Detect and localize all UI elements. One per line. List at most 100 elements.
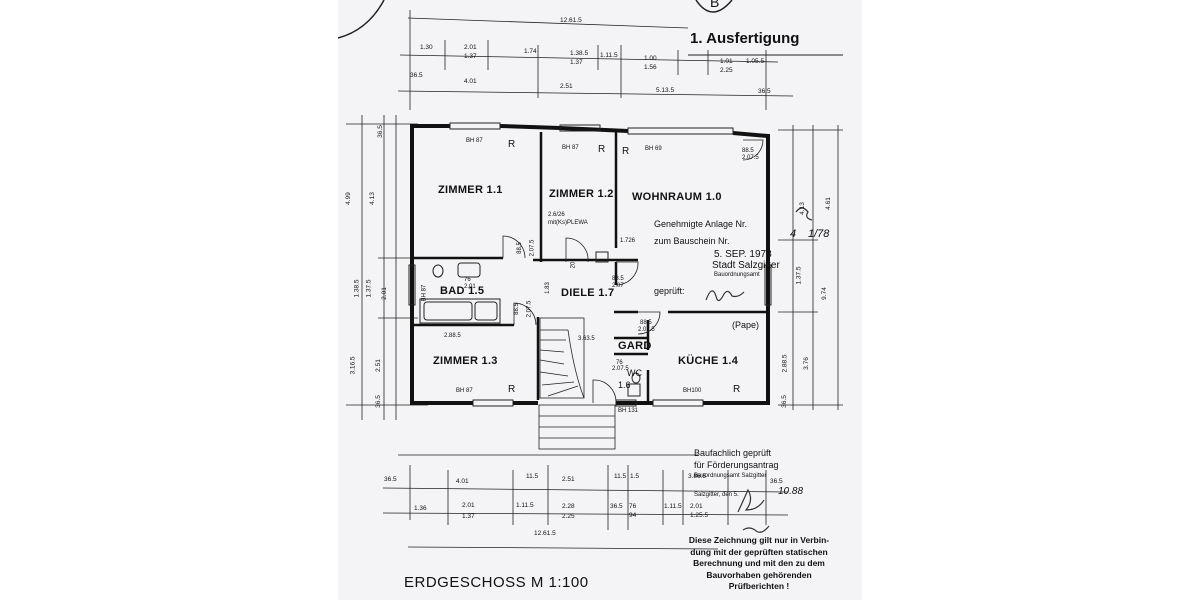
stamp-handwritten-year: 1/78 [808,228,830,240]
window-label: BH 87 [421,284,428,302]
room-garderobe: GARD [618,340,652,352]
left-dim: 4.13 [368,192,376,205]
bottom-dim: 36.5 [770,478,783,485]
room-zimmer-1-3: ZIMMER 1.3 [433,355,498,367]
bottom-dim: 11.5 [614,473,627,480]
top-dimension-lines [397,10,794,110]
top-dim: 1.37 [570,59,583,66]
left-dim: 1.37.5 [365,279,373,298]
copy-label: 1. Ausfertigung [690,30,800,47]
left-dim: 3.16.5 [349,356,357,375]
room-kueche: KÜCHE 1.4 [678,355,739,367]
window-r-mark: R [508,139,516,150]
window-r-mark: R [622,146,630,157]
top-dim: 1.74 [524,48,537,55]
door-dim: 76 [616,360,623,366]
room-wc-number: 1.6 [618,380,631,390]
window-r-mark: R [733,384,741,395]
approval-line2: für Förderungsantrag [694,460,779,470]
approval-line1: Baufachlich geprüft [694,448,772,458]
room-wc: WC [627,368,642,378]
right-dim: 36.5 [780,395,788,408]
door-dim: 2.07.5 [526,300,533,318]
window-label: BH 87 [466,138,483,144]
left-dim: 36.5 [376,125,384,138]
bottom-dim: 94 [629,512,637,519]
door-dim: 88.5 [516,242,523,254]
door-swings [502,139,764,404]
stamp-line1: Genehmigte Anlage Nr. [654,219,748,229]
room-dim: 2.6/26 [548,212,565,218]
bottom-dim: 1.11.5 [664,503,682,510]
plan-sheet: 1. Ausfertigung B 12.61.5 1.30 2.01 1.37… [338,0,862,600]
drawing-title: ERDGESCHOSS M 1:100 [404,574,589,591]
bottom-dim: 3.86.5 [688,473,707,480]
notice-line: Diese Zeichnung gilt nur in Verbin- [688,535,830,545]
top-dim: 2.25 [720,67,733,74]
windows [408,122,772,407]
door-dim: 88.5 [640,320,652,326]
bottom-dim: 1.5 [630,473,640,480]
right-dimension-lines [778,125,843,410]
top-dim: 5.13.5 [656,87,675,94]
right-dim: 2.88.5 [781,354,789,373]
inner-walls [414,132,768,402]
room-zimmer-1-2: ZIMMER 1.2 [549,188,614,200]
stamp-handwritten-num: 4 [790,228,797,240]
bottom-overall-dim: 12.61.5 [534,530,556,537]
floor-plan-drawing [338,0,843,550]
top-dim: 1.05.5 [746,58,765,65]
left-dim: 2.01 [380,287,388,300]
left-dimension-lines [346,115,428,420]
stamp-pape: (Pape) [732,320,760,330]
window-label: BH 87 [562,145,579,151]
door-dim: 88.5 [612,276,624,282]
room-dim: 20 [570,261,577,269]
stamp-date: 5. SEP. 1978 [714,249,772,260]
door-dim: 2.01 [464,284,476,290]
left-dim: 1.38.5 [353,279,361,298]
top-dim: 1.38.5 [570,50,589,57]
room-bad: BAD 1.5 [440,285,485,297]
top-dim: 1.11.5 [600,52,618,59]
door-dim: 2.07.5 [742,155,759,161]
bath-fixtures [419,251,641,397]
stamp-office: Bauordnungsamt [714,272,760,278]
right-dim: 1.37.5 [795,266,803,285]
door-dim: 88.5 [513,303,520,315]
bottom-dim: 1.11.5 [516,502,534,509]
bottom-dim: 4.01 [456,478,469,485]
door-dim: 88.5 [742,148,754,154]
top-dim: 1.56 [644,64,657,71]
right-dim: 4.13 [798,202,806,215]
signature-strokes [705,207,813,533]
door-dim: 2.07.5 [529,239,536,257]
room-dim: 2.88.5 [444,333,461,339]
bottom-dim: 11.5 [526,473,539,480]
window-r-mark: R [598,144,606,155]
notice-line: dung mit der geprüften statischen [690,546,828,557]
stamp-authority: Stadt Salzgitter [712,260,780,271]
right-dim: 4.61 [824,197,832,210]
left-dim: 36.5 [374,395,382,408]
corner-mark: B [710,0,720,10]
bottom-dim: 76 [629,503,637,510]
door-dim: 2.07 [612,283,624,289]
validity-notice: Diese Zeichnung gilt nur in Verbin- dung… [664,535,854,593]
right-dim: 3.76 [802,357,810,370]
window-label: BH 69 [645,146,662,152]
window-label: BH100 [683,388,702,394]
bottom-dim: 36.5 [610,503,623,510]
corner-circle [695,0,733,13]
bottom-dim: 2.01 [462,502,475,509]
bottom-dim: 1.36 [414,505,427,512]
top-overall-dim: 12.61.5 [560,17,582,24]
approval-line4: Salzgitter, den 5. [694,492,739,498]
room-diele: DIELE 1.7 [561,287,615,299]
bottom-dim: 1.25.5 [690,512,709,519]
door-dim: 76 [464,277,471,283]
left-dim: 2.51 [374,359,382,372]
bottom-dim: 2.28 [562,503,575,510]
room-zimmer-1-1: ZIMMER 1.1 [438,184,503,196]
window-r-mark: R [508,384,516,395]
